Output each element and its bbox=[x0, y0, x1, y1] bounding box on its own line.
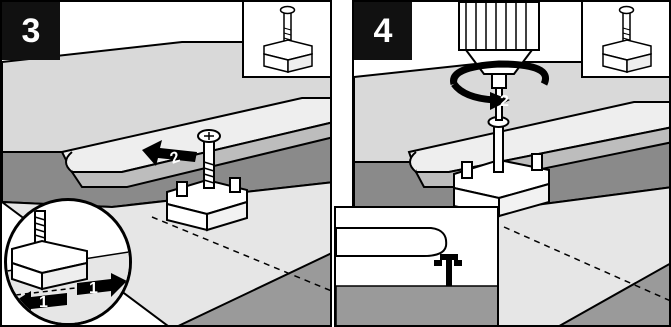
hidden-fastener-clip bbox=[453, 153, 550, 218]
step-number-badge: 3 bbox=[2, 2, 60, 60]
arrow-label-1-right: 1 bbox=[89, 280, 98, 297]
clip-cross-section bbox=[434, 254, 462, 286]
hidden-fastener-clip bbox=[166, 177, 248, 232]
direction-arrow-2: 2 bbox=[142, 140, 197, 168]
direction-arrow-1-right: 1 bbox=[77, 273, 127, 297]
clip-reference-inset bbox=[581, 2, 669, 78]
step-3-panel: 2 3 bbox=[0, 0, 332, 327]
step-number-badge: 4 bbox=[354, 2, 412, 60]
clip-reference-inset bbox=[242, 2, 330, 78]
arrow-label-2: 2 bbox=[500, 93, 509, 110]
screw bbox=[197, 129, 221, 189]
magnified-detail-circle: 1 1 bbox=[4, 198, 132, 325]
cross-section-inset bbox=[334, 206, 499, 327]
clip-with-screw-icon bbox=[602, 5, 652, 73]
clip-with-screw-icon bbox=[263, 5, 313, 73]
arrow-label-1-left: 1 bbox=[39, 294, 48, 311]
rotation-arrow-2: 2 bbox=[450, 60, 549, 110]
